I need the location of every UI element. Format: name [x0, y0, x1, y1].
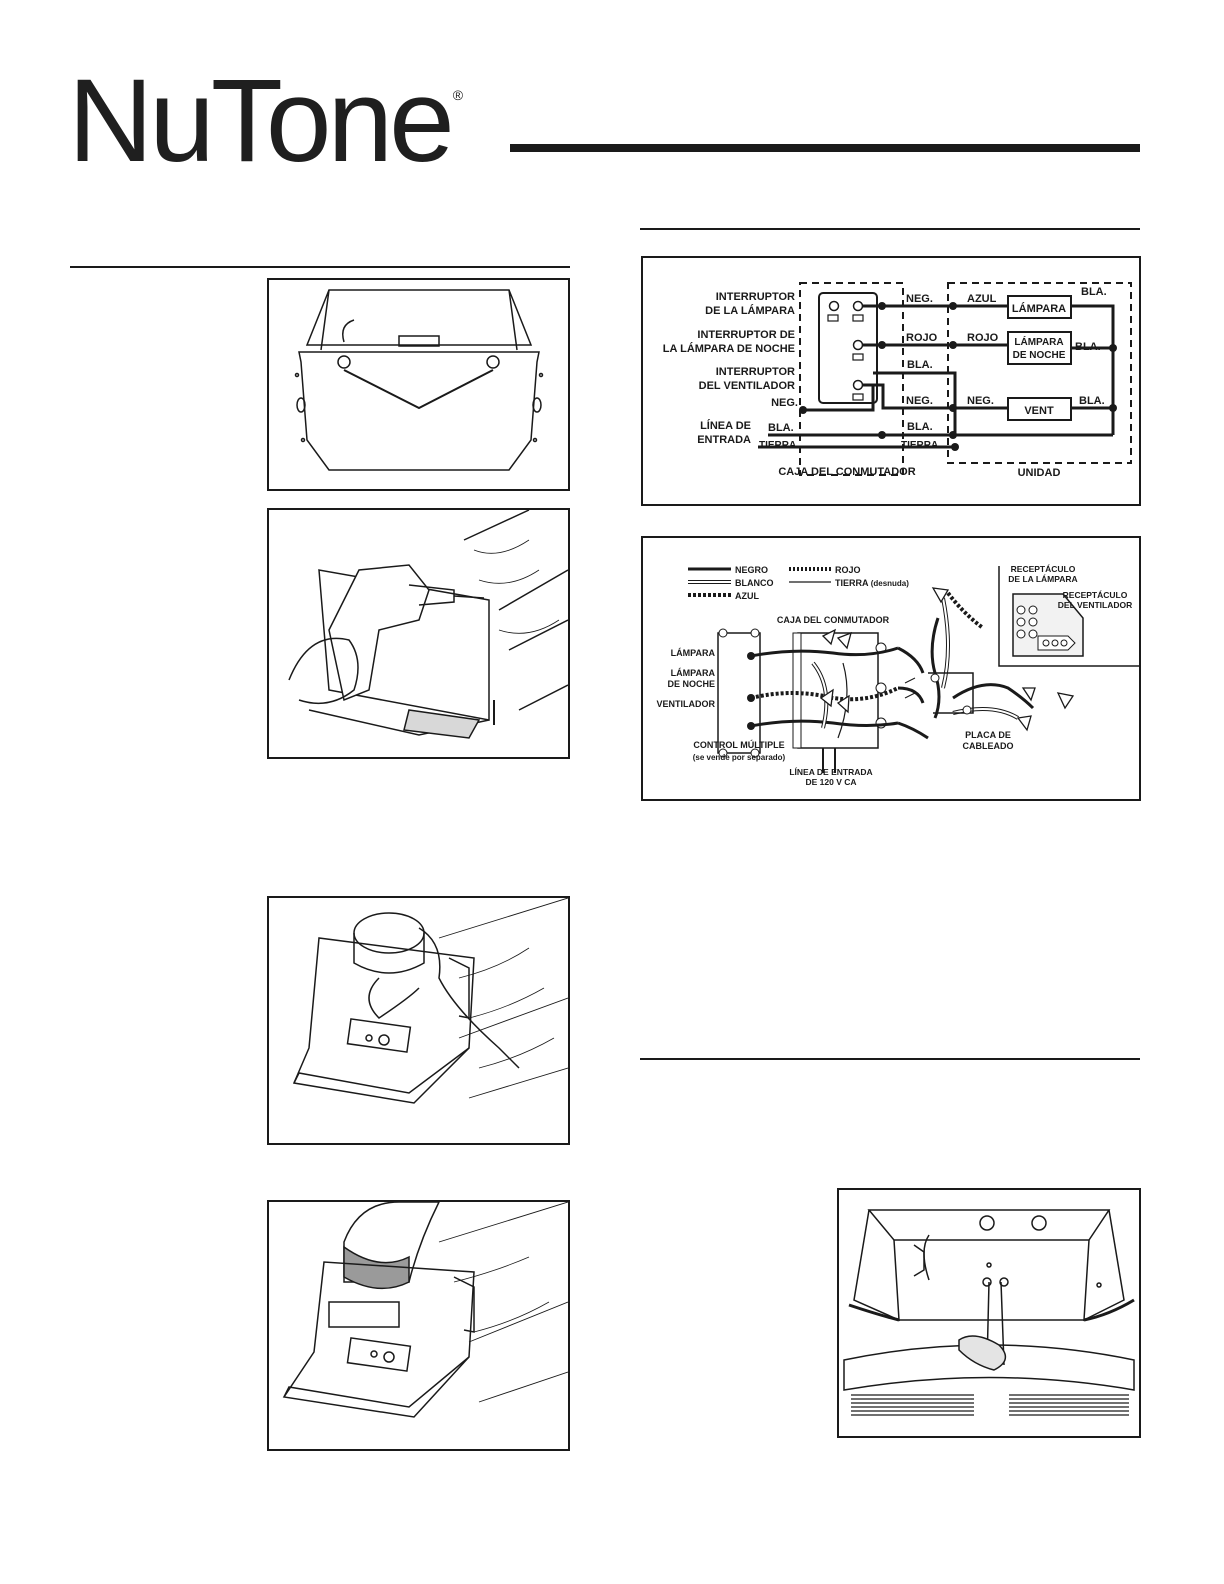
registered-mark: ®	[452, 87, 464, 103]
figure-grille-install	[837, 1188, 1141, 1438]
wire-bla-2: BLA.	[1075, 341, 1101, 353]
label-switch-box: CAJA DEL CONMUTADOR	[777, 615, 890, 625]
wire-bla-in: BLA.	[768, 422, 794, 434]
legend-tierra: TIERRA (desnuda)	[835, 578, 909, 588]
wire-neg-3: NEG.	[967, 395, 994, 407]
label-night-switch-2: LA LÁMPARA DE NOCHE	[663, 342, 795, 355]
wire-azul: AZUL	[967, 293, 997, 305]
wire-bla-5: BLA.	[907, 421, 933, 433]
wire-rojo-2: ROJO	[967, 332, 999, 344]
label-control-2: (se vende por separado)	[693, 753, 786, 762]
load-night-2: DE NOCHE	[1013, 350, 1066, 361]
label-unit: UNIDAD	[1018, 467, 1061, 479]
label-night-2: DE NOCHE	[667, 679, 715, 689]
load-vent: VENT	[1024, 405, 1054, 417]
label-light-switch-1: INTERRUPTOR	[716, 291, 795, 303]
section-rule-right-bottom	[640, 1058, 1140, 1060]
label-line-in-1: LÍNEA DE ENTRADA	[789, 767, 872, 777]
wire-rojo-1: ROJO	[906, 332, 938, 344]
wire-bla-3: BLA.	[907, 359, 933, 371]
legend-negro: NEGRO	[735, 565, 768, 575]
label-switch-box: CAJA DEL CONMUTADOR	[778, 466, 915, 478]
label-fan-receptacle-1: RECEPTÁCULO	[1063, 590, 1128, 600]
label-fan: VENTILADOR	[657, 699, 716, 709]
wire-tierra-2: TIERRA	[901, 440, 938, 451]
section-rule-left	[70, 266, 570, 268]
label-line-in-1: LÍNEA DE	[700, 419, 751, 432]
label-light-switch-2: DE LA LÁMPARA	[705, 304, 795, 317]
label-plate-2: CABLEADO	[963, 741, 1014, 751]
label-fan-switch-1: INTERRUPTOR	[716, 366, 795, 378]
label-plate-1: PLACA DE	[965, 730, 1011, 740]
wire-neg-in: NEG.	[771, 397, 798, 409]
label-night-switch-1: INTERRUPTOR DE	[697, 329, 795, 341]
wiring-pictorial: NEGRO BLANCO AZUL ROJO TIERRA (desnuda)	[641, 536, 1141, 801]
brand-logo: NuTone®	[68, 55, 464, 187]
legend-azul: AZUL	[735, 591, 759, 601]
label-fan-receptacle-2: DEL VENTILADOR	[1058, 600, 1132, 610]
wire-tierra-in: TIERRA	[759, 440, 796, 451]
wiring-schematic: LÁMPARA LÁMPARA DE NOCHE VENT INTERRUPTO…	[641, 256, 1141, 506]
header-rule	[510, 144, 1140, 152]
load-lamp: LÁMPARA	[1012, 302, 1066, 315]
figure-housing	[267, 278, 570, 491]
figure-duct-attached	[267, 1200, 570, 1451]
label-line-in-2: ENTRADA	[697, 434, 751, 446]
label-lamp-receptacle-2: DE LA LÁMPARA	[1008, 574, 1077, 584]
legend-blanco: BLANCO	[735, 578, 774, 588]
figure-drill-mount	[267, 508, 570, 759]
wire-bla-4: BLA.	[1079, 395, 1105, 407]
label-line-in-2: DE 120 V CA	[805, 777, 856, 787]
label-control-1: CONTROL MÚLTIPLE	[693, 739, 784, 750]
section-rule-right-top	[640, 228, 1140, 230]
label-lamp-receptacle-1: RECEPTÁCULO	[1011, 564, 1076, 574]
label-night-1: LÁMPARA	[671, 668, 716, 678]
legend-rojo: ROJO	[835, 565, 861, 575]
wire-neg-2: NEG.	[906, 395, 933, 407]
label-fan-switch-2: DEL VENTILADOR	[699, 380, 795, 392]
label-lamp: LÁMPARA	[671, 648, 716, 658]
figure-duct-connector	[267, 896, 570, 1145]
load-night-1: LÁMPARA	[1014, 335, 1063, 348]
wire-neg-1: NEG.	[906, 293, 933, 305]
wire-bla-1: BLA.	[1081, 286, 1107, 298]
